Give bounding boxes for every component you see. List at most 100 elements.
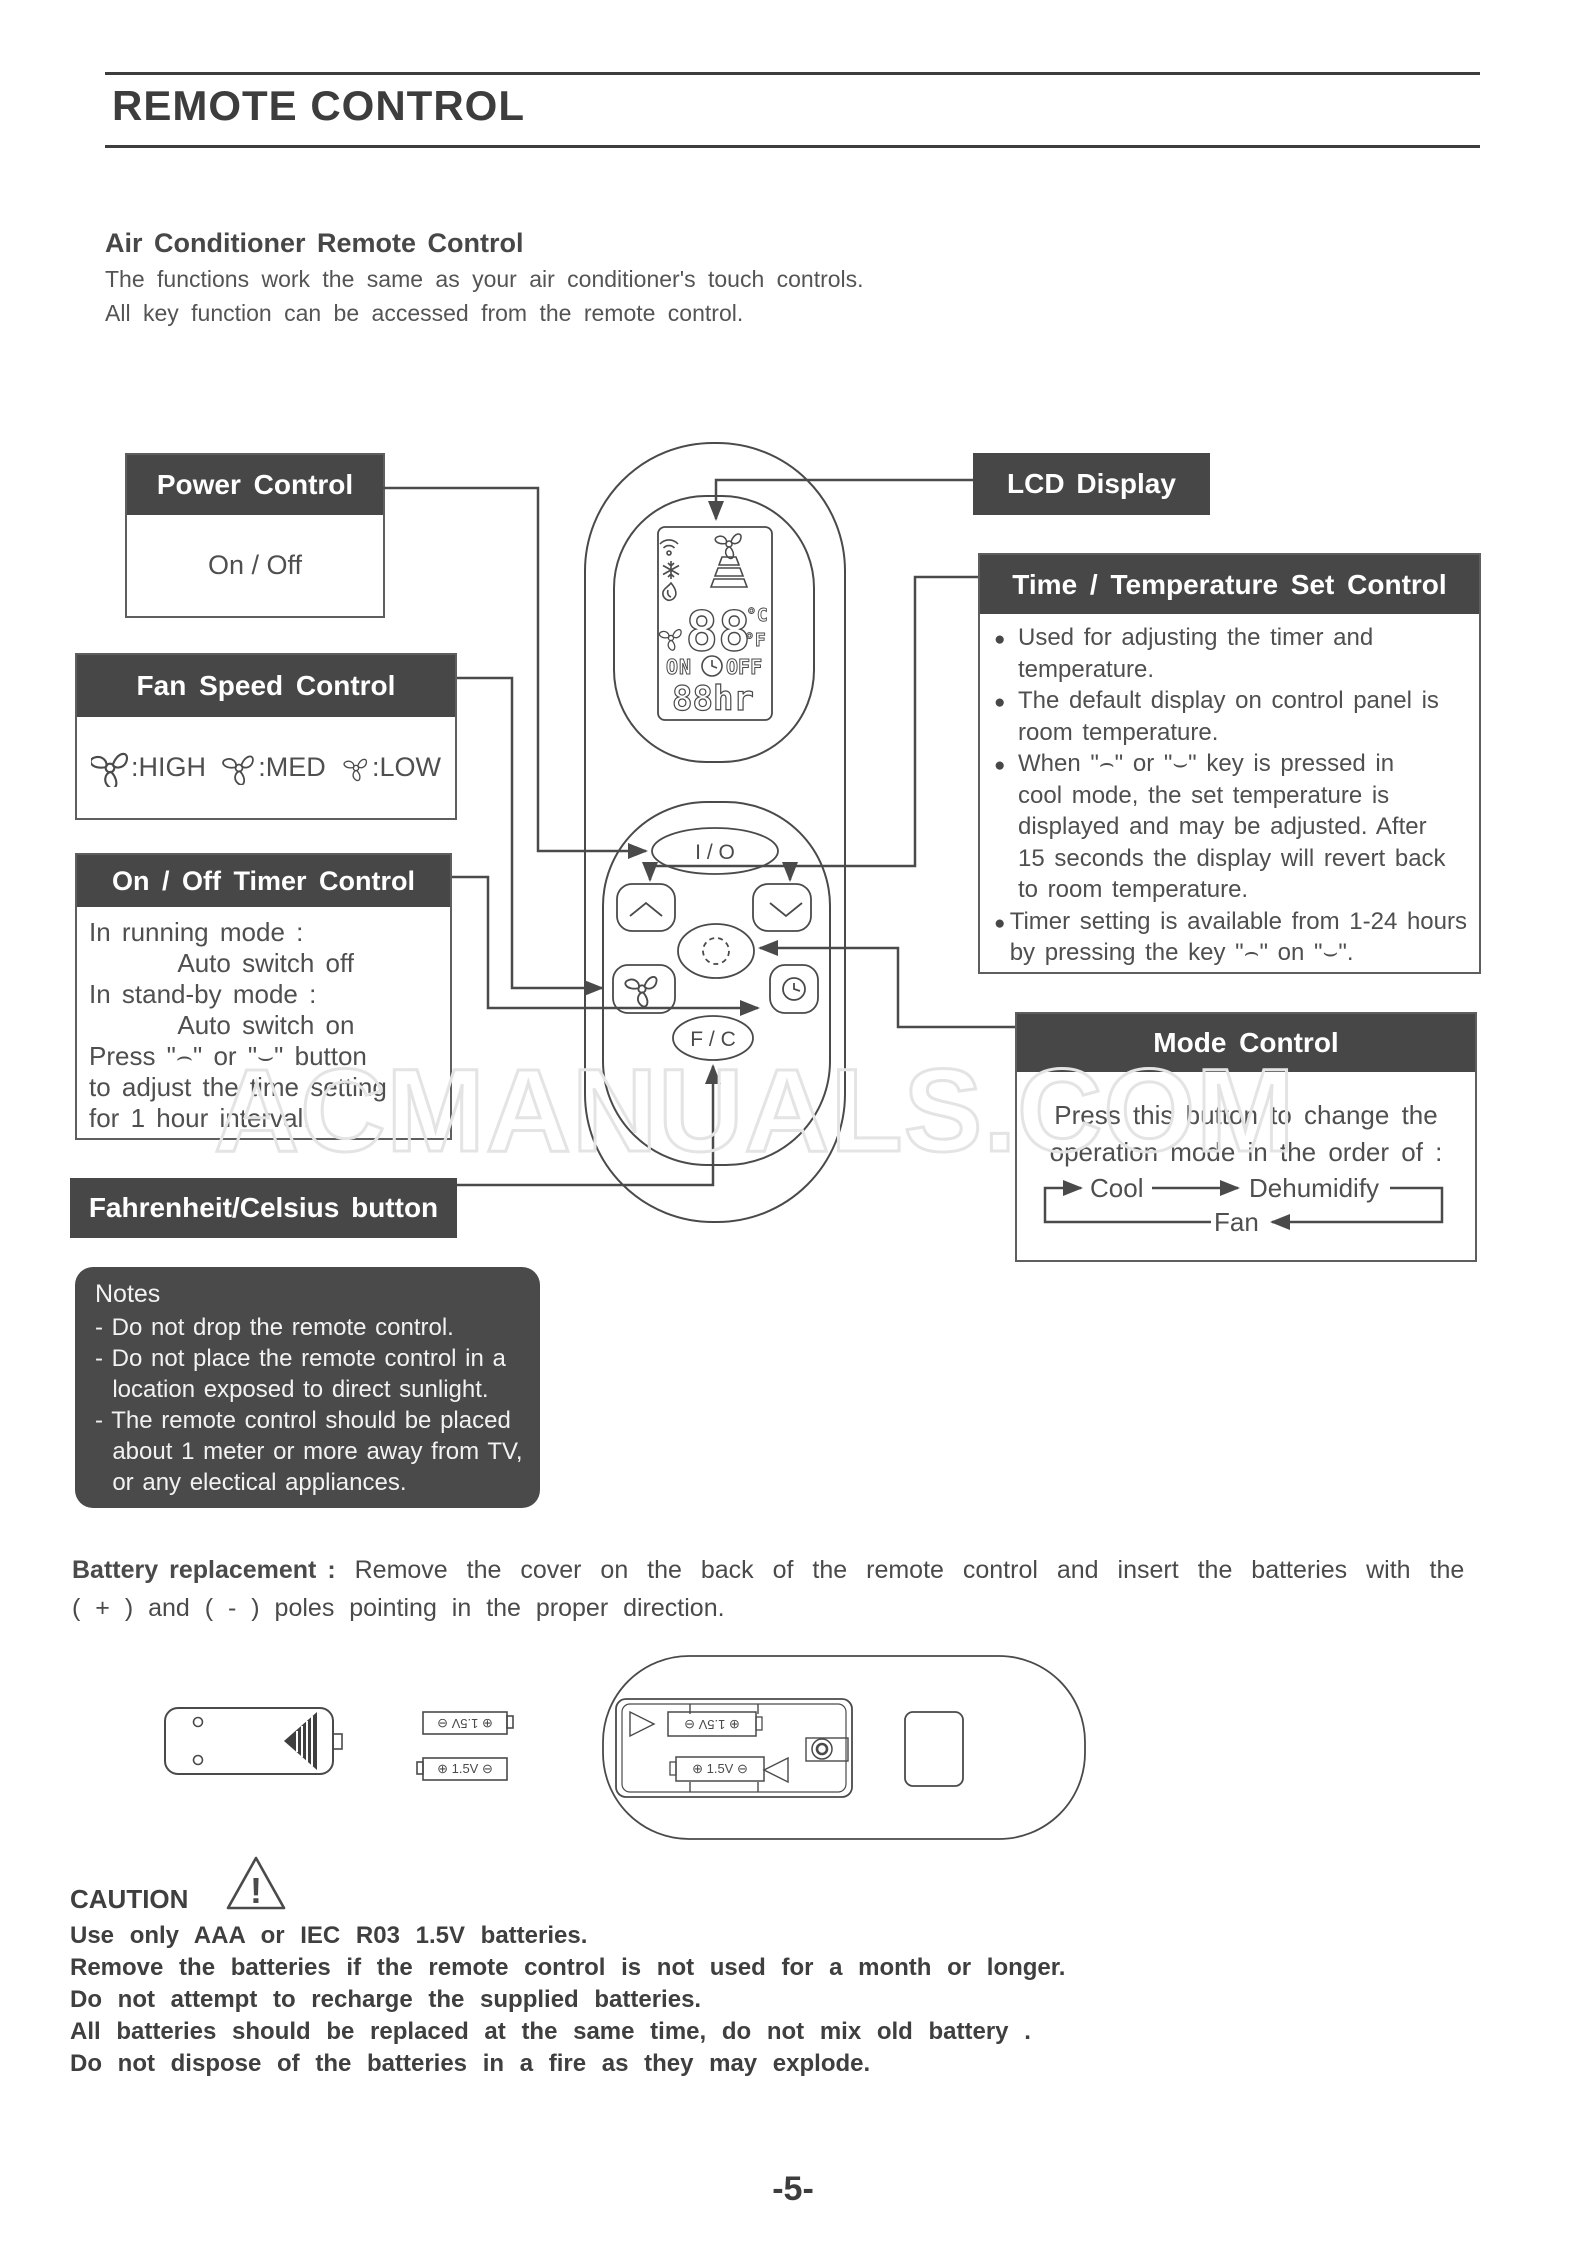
screw-housing bbox=[805, 1737, 849, 1762]
section-heading: Air Conditioner Remote Control bbox=[105, 228, 524, 258]
remote-back-illustration: ⊕ 1.5V ⊖ ⊕ 1.5V ⊖ bbox=[602, 1655, 1086, 1840]
timer-button-icon bbox=[782, 977, 806, 1001]
battery bbox=[422, 1711, 508, 1735]
connector-fc bbox=[457, 1064, 721, 1187]
lcd-temperature: 88 bbox=[685, 600, 750, 663]
back-window bbox=[904, 1711, 964, 1787]
temp-up-button bbox=[616, 883, 676, 932]
chevron-down-icon bbox=[769, 902, 803, 918]
connector-time-temp bbox=[642, 575, 978, 882]
battery-label-flipped: ⊕ 1.5V ⊖ bbox=[437, 1716, 493, 1731]
battery-cover bbox=[164, 1707, 334, 1775]
battery-label: ⊕ 1.5V ⊖ bbox=[437, 1761, 493, 1776]
intro-line-2: All key function can be accessed from th… bbox=[105, 300, 744, 326]
battery-terminal bbox=[506, 1715, 514, 1729]
lcd-celsius: °C bbox=[746, 605, 768, 626]
title-underline bbox=[105, 145, 1480, 148]
warning-triangle-icon: ! bbox=[226, 1856, 286, 1911]
fan-low-icon bbox=[342, 757, 368, 782]
cover-tab bbox=[332, 1733, 343, 1750]
power-control-title: Power Control bbox=[127, 455, 383, 515]
fan-icon-small bbox=[658, 628, 682, 652]
page-number: -5- bbox=[772, 2170, 814, 2208]
battery-replacement-heading: Battery replacement : Remove the cover o… bbox=[72, 1556, 1464, 1585]
mode-cycle-dehumidify: Dehumidify bbox=[1249, 1173, 1380, 1203]
battery-replacement-label: Battery replacement : bbox=[72, 1556, 336, 1584]
battery-compartment bbox=[615, 1698, 853, 1798]
bullet-icon: ● bbox=[994, 692, 1006, 713]
time-temp-title: Time / Temperature Set Control bbox=[980, 555, 1479, 614]
notes-list: - Do not drop the remote control.- Do no… bbox=[95, 1314, 523, 1496]
page-title: REMOTE CONTROL bbox=[112, 82, 525, 129]
mode-cycle-fan: Fan bbox=[1214, 1207, 1259, 1237]
cover-hole bbox=[192, 1716, 204, 1728]
mode-cycle-cool: Cool bbox=[1090, 1173, 1144, 1203]
fan-button bbox=[612, 964, 676, 1014]
on-off-timer-title: On / Off Timer Control bbox=[77, 855, 450, 907]
power-button bbox=[651, 827, 779, 875]
cover-grip bbox=[284, 1712, 317, 1770]
installed-battery bbox=[675, 1756, 765, 1782]
mode-button-icon bbox=[702, 937, 730, 965]
battery-label: ⊕ 1.5V ⊖ bbox=[692, 1761, 748, 1776]
on-off-timer-box: On / Off Timer Control In running mode :… bbox=[75, 853, 452, 1140]
lcd-display-label: LCD Display bbox=[973, 453, 1210, 515]
battery-spring bbox=[629, 1710, 656, 1738]
fan-level-bars-icon bbox=[709, 556, 749, 588]
battery bbox=[422, 1757, 508, 1781]
callout-connectors bbox=[383, 478, 1015, 1187]
caution-list: Use only AAA or IEC R03 1.5V batteries.R… bbox=[70, 1922, 1066, 2077]
cover-hole bbox=[192, 1754, 204, 1766]
battery-label-flipped: ⊕ 1.5V ⊖ bbox=[684, 1717, 740, 1732]
fan-speed-title: Fan Speed Control bbox=[77, 655, 455, 717]
connector-fan-speed bbox=[457, 676, 604, 996]
remote-screen-bezel bbox=[613, 495, 815, 763]
fan-speed-icon bbox=[713, 532, 742, 561]
battery-compartment-inner bbox=[621, 1703, 847, 1793]
dehumidify-drop-icon bbox=[662, 581, 677, 602]
battery-cover-illustration bbox=[164, 1707, 343, 1775]
fc-button bbox=[672, 1015, 754, 1061]
bullet-icon: ● bbox=[994, 912, 1006, 934]
timer-clock-icon bbox=[701, 655, 723, 677]
fan-speed-med: :MED bbox=[222, 751, 326, 785]
connector-timer bbox=[452, 875, 760, 1016]
fan-med-label: :MED bbox=[258, 752, 326, 782]
bullet-icon: ● bbox=[994, 629, 1006, 650]
loose-batteries-illustration: ⊕ 1.5V ⊖ ⊕ 1.5V ⊖ bbox=[416, 1711, 514, 1781]
connector-mode bbox=[758, 940, 1015, 1029]
remote-back-body bbox=[602, 1655, 1086, 1840]
wifi-icon bbox=[659, 539, 679, 556]
battery-spring bbox=[762, 1756, 789, 1784]
lcd-fahrenheit: °F bbox=[744, 630, 766, 651]
power-control-body: On / Off bbox=[207, 550, 303, 580]
temp-down-button bbox=[752, 883, 812, 932]
fan-high-label: :HIGH bbox=[131, 752, 207, 782]
fan-speed-high: :HIGH bbox=[91, 749, 206, 787]
battery-replacement-text-2: ( + ) and ( - ) poles pointing in the pr… bbox=[72, 1594, 725, 1622]
mode-body-line1: Press this button to change the bbox=[1054, 1100, 1438, 1130]
installed-battery bbox=[667, 1711, 757, 1737]
fc-button-label: F / C bbox=[690, 1028, 736, 1051]
screw-icon bbox=[811, 1738, 833, 1760]
remote-front-illustration: 88 °C °F ON OFF 88hr bbox=[584, 442, 846, 1223]
remote-keypad-bezel bbox=[602, 801, 831, 1166]
battery-terminal bbox=[416, 1761, 424, 1775]
lcd-on: ON bbox=[666, 655, 692, 679]
notes-box: Notes - Do not drop the remote control.-… bbox=[75, 1267, 540, 1508]
chevron-up-icon bbox=[629, 901, 663, 917]
fan-high-icon bbox=[91, 751, 129, 787]
lcd-off: OFF bbox=[726, 655, 762, 679]
mode-body-line2: operation mode in the order of : bbox=[1049, 1137, 1443, 1167]
time-temp-box: Time / Temperature Set Control ● Used fo… bbox=[978, 553, 1481, 974]
bullet-item: ● The default display on control panel i… bbox=[994, 685, 1467, 748]
fan-speed-box: Fan Speed Control :HIGH :MED :LOW bbox=[75, 653, 457, 820]
fan-med-icon bbox=[222, 754, 255, 785]
lcd-timer-hours: 88hr bbox=[672, 679, 754, 719]
connector-lcd bbox=[708, 478, 973, 521]
fan-low-label: :LOW bbox=[371, 752, 441, 782]
lcd-readout: 88 °C °F ON OFF 88hr bbox=[666, 599, 769, 719]
